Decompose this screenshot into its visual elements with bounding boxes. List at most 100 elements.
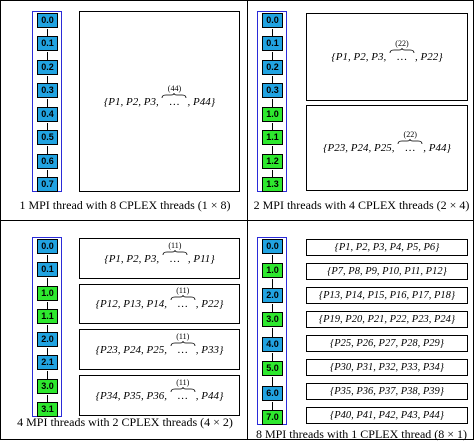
set-tail: , P44} <box>195 389 224 402</box>
subproblem-set: {P40, P41, P42, P43, P44} <box>330 410 444 421</box>
chain-connector <box>47 278 48 287</box>
thread-node: 0.0 <box>37 13 58 28</box>
subproblem-box: {P30, P31, P32, P33, P34} <box>306 359 468 376</box>
chain-connector <box>272 29 273 38</box>
overbrace-group: (11) … <box>170 378 196 402</box>
subproblem-set: {P34, P35, P36, (11) … , P44} <box>95 378 224 402</box>
overbrace-group: (11)… <box>170 286 196 310</box>
chain-connector <box>47 324 48 334</box>
overbrace-count: (11) <box>168 240 182 250</box>
chain-connector <box>47 75 48 85</box>
thread-node: 2.0 <box>262 287 283 303</box>
subproblem-box: {P23, P24, P25, (22)…, P44} <box>306 105 468 191</box>
set-lead: {P12, P13, P14, <box>95 298 170 310</box>
overbrace-group: (11) … <box>162 241 188 265</box>
thread-node: 1.0 <box>262 106 283 122</box>
chain-connector <box>47 146 48 155</box>
overbrace-group: (22) … <box>397 130 423 154</box>
set-ellipsis: … <box>169 252 180 265</box>
thread-node: 0.3 <box>37 83 58 99</box>
thread-node: 3.0 <box>37 378 58 394</box>
overbrace-icon <box>162 92 187 98</box>
thread-node: 6.0 <box>262 385 283 401</box>
subproblem-set: {P13, P14, P15, P16, P17, P18} <box>318 290 456 301</box>
subproblem-box: {P1, P2, P3, (44)…, P44} <box>79 11 240 192</box>
chain-connector <box>272 122 273 132</box>
overbrace-icon <box>397 139 423 145</box>
overbrace-count: (11) <box>176 331 190 341</box>
set-ellipsis: … <box>405 142 416 154</box>
overbrace-group: (22)… <box>389 39 415 63</box>
thread-node: 2.0 <box>37 332 58 348</box>
overbrace-count: (22) <box>403 130 417 139</box>
chain-connector <box>272 401 273 411</box>
subproblem-set: {P1, P2, P3, (11) … , P11} <box>104 241 215 265</box>
overbrace-icon <box>170 295 196 301</box>
chain-connector <box>272 255 273 265</box>
chain-connector <box>272 279 273 289</box>
thread-node: 2.1 <box>37 355 58 371</box>
thread-node: 7.0 <box>262 410 283 425</box>
subproblem-set: {P25, P26, P27, P28, P29} <box>330 338 444 349</box>
subproblem-box: {P12, P13, P14, (11)…, P22} <box>79 284 240 324</box>
set-ellipsis: … <box>169 95 180 108</box>
chain-connector <box>47 99 48 108</box>
chain-connector <box>47 301 48 310</box>
thread-node: 1.3 <box>262 177 283 192</box>
set-lead: {P23, P24, P25, <box>95 343 170 356</box>
chain-connector <box>272 377 273 387</box>
set-lead: {P1, P2, P3, <box>104 252 162 265</box>
overbrace-icon <box>170 386 196 392</box>
overbrace-icon <box>170 340 196 346</box>
thread-node: 0.1 <box>37 36 58 52</box>
subproblem-set: {P1, P2, P3, (22)…, P22} <box>331 39 442 63</box>
chain-connector <box>47 29 48 38</box>
set-tail: , P44} <box>423 142 451 154</box>
thread-node: 1.1 <box>37 308 58 324</box>
thread-node: 1.0 <box>37 285 58 301</box>
set-lead: {P34, P35, P36, <box>95 389 170 402</box>
thread-node: 0.0 <box>262 239 283 254</box>
panel-caption: 1 MPI thread with 8 CPLEX threads (1 × 8… <box>19 198 231 212</box>
thread-node: 0.3 <box>262 83 283 99</box>
thread-node: 1.1 <box>262 130 283 146</box>
overbrace-icon <box>389 48 415 54</box>
thread-node: 0.0 <box>262 13 283 28</box>
subproblem-set: {P30, P31, P32, P33, P34} <box>330 362 444 373</box>
set-tail: , P44} <box>187 95 216 108</box>
panel-caption: 2 MPI threads with 4 CPLEX threads (2 × … <box>253 198 470 212</box>
subproblem-box: {P1, P2, P3, (11) … , P11} <box>79 238 240 279</box>
chain-connector <box>272 146 273 155</box>
chain-connector <box>47 52 48 61</box>
chain-connector <box>47 169 48 178</box>
thread-node: 0.5 <box>37 130 58 146</box>
chain-connector <box>272 75 273 85</box>
subproblem-box: {P25, P26, P27, P28, P29} <box>306 335 468 352</box>
subproblem-set: {P7, P8, P9, P10, P11, P12} <box>327 266 447 277</box>
subproblem-box: {P35, P36, P37, P38, P39} <box>306 383 468 400</box>
thread-node: 0.1 <box>37 262 58 278</box>
thread-node: 3.0 <box>262 312 283 328</box>
chain-connector <box>272 52 273 61</box>
overbrace-count: (11) <box>176 377 190 387</box>
overbrace-icon <box>162 249 188 255</box>
chain-connector <box>47 371 48 380</box>
thread-node: 3.1 <box>37 402 58 417</box>
chain-connector <box>272 328 273 338</box>
set-tail: , P11} <box>187 252 215 265</box>
thread-node: 0.2 <box>262 59 283 75</box>
subproblem-box: {P19, P20, P21, P22, P23, P24} <box>306 311 468 328</box>
set-ellipsis: … <box>177 389 188 402</box>
set-ellipsis: … <box>177 298 188 310</box>
set-tail: , P22} <box>195 298 224 310</box>
overbrace-count: (22) <box>395 39 409 48</box>
subproblem-box: {P13, P14, P15, P16, P17, P18} <box>306 287 468 304</box>
subproblem-set: {P35, P36, P37, P38, P39} <box>330 386 444 397</box>
set-lead: {P1, P2, P3, <box>331 51 389 63</box>
